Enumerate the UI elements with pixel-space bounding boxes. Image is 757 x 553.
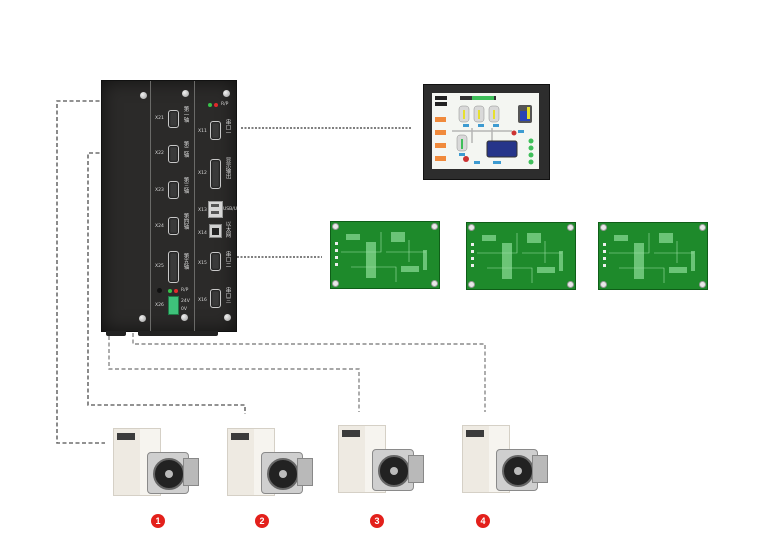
servo-motor [147,452,189,494]
screw-icon [182,90,189,97]
servo-number-badge: 2 [255,514,269,528]
servo-2 [227,428,317,498]
db15-connector-icon [168,217,179,235]
db9-connector-icon [210,289,221,308]
io-board-1 [330,221,440,289]
db15-connector-icon [168,110,179,128]
terminal-block-icon [168,296,179,315]
run-led-icon [174,289,178,293]
screw-icon [224,314,231,321]
servo-3 [338,425,428,495]
servo-motor [372,449,414,491]
servo-number-badge: 4 [476,514,490,528]
ethernet-port-icon [209,224,222,238]
servo-4 [462,425,552,495]
power-led-icon [168,289,172,293]
db9-connector-icon [210,121,221,140]
motion-controller: X21 第一轴 X22 第二轴 X23 第三轴 X24 第四轴 X25 第五轴 … [101,80,237,336]
screw-icon [181,314,188,321]
db25-connector-icon [168,251,179,283]
servo-number-badge: 1 [151,514,165,528]
db9-connector-icon [210,252,221,271]
screw-icon [223,90,230,97]
db15-connector-icon [168,181,179,199]
servo-number-badge: 3 [370,514,384,528]
io-board-2 [466,222,576,290]
screw-icon [140,92,147,99]
io-board-3 [598,222,708,290]
screw-icon [139,315,146,322]
hmi-touchscreen[interactable] [423,84,550,180]
run-led-icon [214,103,218,107]
db15-connector-icon [168,145,179,163]
hmi-screen [432,93,539,169]
usb-port-icon [208,201,223,218]
db25-connector-icon [210,159,221,189]
servo-1 [113,428,203,498]
power-led-icon [208,103,212,107]
